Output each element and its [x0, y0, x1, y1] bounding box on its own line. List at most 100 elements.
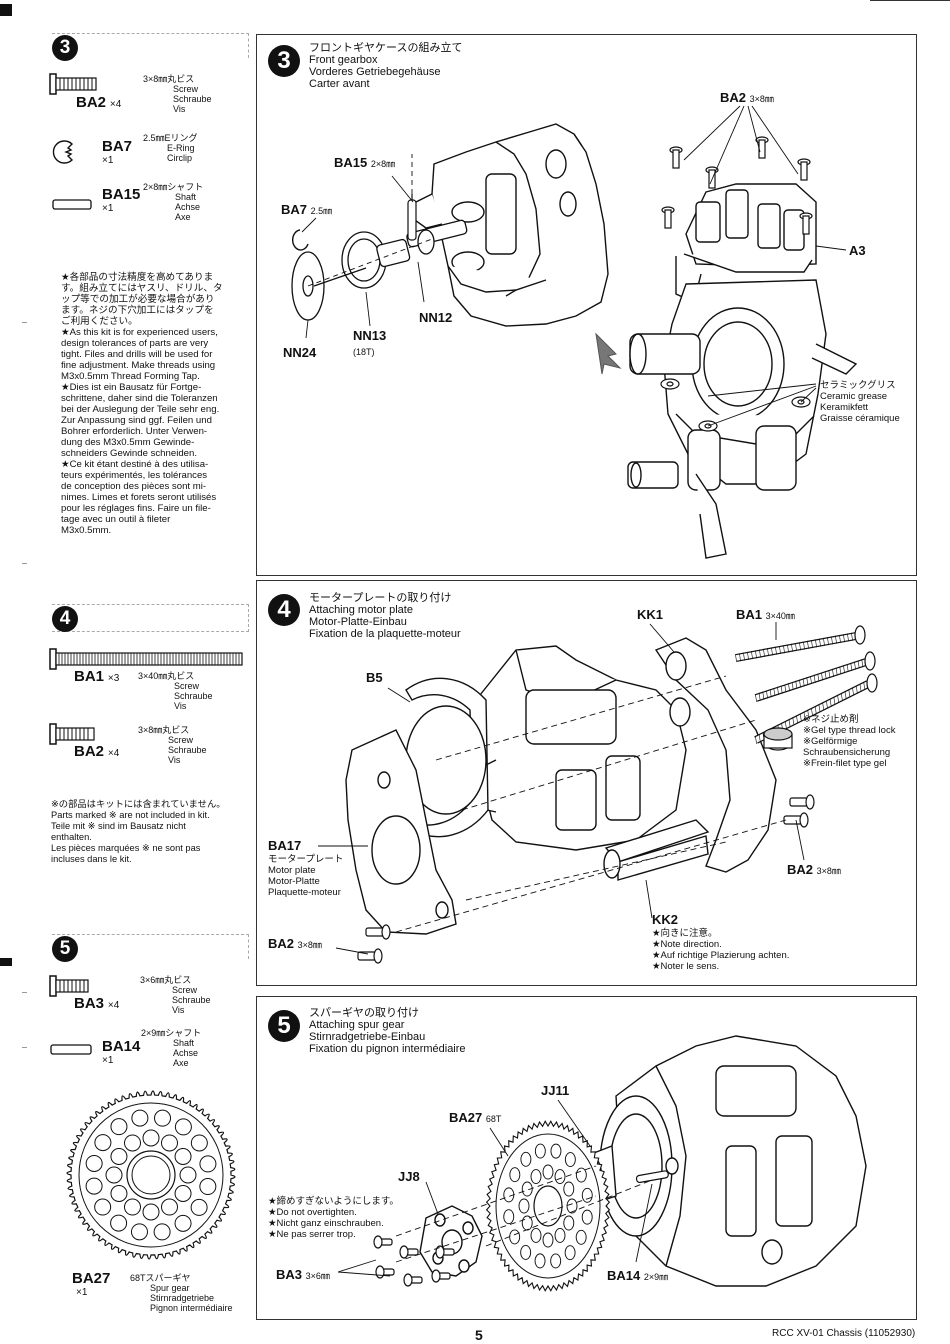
tick-mark	[22, 992, 27, 993]
step5-number: 5	[268, 1010, 300, 1042]
tick-mark	[22, 322, 27, 323]
spur-gear-icon	[66, 1090, 236, 1260]
thread-lock-line: ※Frein-filet type gel	[803, 758, 887, 769]
note-line: ★Ce kit étant destiné à des utilisa-	[61, 459, 209, 470]
part-description: 3×40㎜丸ビス Screw Schraube Vis	[138, 671, 213, 711]
thread-lock-line: ※Gelförmige	[803, 736, 858, 747]
note-line: fine adjustment. Make threads using	[61, 360, 216, 371]
shaft-icon	[50, 1044, 92, 1055]
tick-mark	[22, 1047, 27, 1048]
step3-number: 3	[268, 45, 300, 77]
label-ba14: BA14 2×9㎜	[607, 1268, 669, 1283]
note-line: す。組み立てにはヤスリ、ドリル、タ	[61, 283, 223, 294]
kk2-note-line: ★Noter le sens.	[652, 961, 720, 972]
label-ba2: BA2 3×8㎜	[720, 90, 774, 105]
thread-lock-line: ※Gel type thread lock	[803, 725, 896, 736]
part-code: BA2 ×4	[74, 743, 120, 760]
sidebar-step4-header	[52, 604, 249, 632]
ba17-desc-line: Plaquette-moteur	[268, 887, 341, 898]
note-line: de conception des pièces sont mi-	[61, 481, 207, 492]
note-line: Bohrer erforderlich. Unter Verwen-	[61, 426, 208, 437]
label-kk2: KK2	[652, 912, 679, 927]
note-line: Zur Anpassung sind ggf. Feilen und	[61, 415, 212, 426]
label-nn24: NN24	[283, 345, 317, 360]
part-description: 3×8㎜丸ビス Screw Schraube Vis	[138, 725, 207, 765]
note-line: Les pièces marquées ※ ne sont pas	[51, 843, 201, 853]
label-b5: B5	[366, 670, 383, 685]
label-ba15: BA15 2×8㎜	[334, 155, 396, 170]
part-code: BA3 ×4	[74, 995, 120, 1012]
note-line: bei der Auslegung der Teile sehr eng.	[61, 404, 220, 415]
note-line: incluses dans le kit.	[51, 854, 132, 864]
note-line: design tolerances of parts are very	[61, 338, 209, 349]
label-a3: A3	[849, 243, 866, 258]
tighten-line: ★締めすぎないようにします。	[268, 1196, 399, 1207]
thread-lock-line: ※ネジ止め剤	[803, 714, 859, 725]
grease-line: Graisse céramique	[820, 413, 900, 424]
ba17-desc-line: Motor-Platte	[268, 876, 320, 887]
part-code: BA1 ×3	[74, 668, 120, 685]
label-ba17: BA17	[268, 838, 302, 853]
screw-icon	[49, 73, 97, 95]
sidebar-step4-number: 4	[52, 606, 78, 632]
part-code: BA15×1	[102, 186, 141, 214]
note-line: ※の部品はキットには含まれていません。	[51, 799, 226, 809]
part-code: BA14×1	[102, 1038, 141, 1066]
screw-icon	[49, 975, 89, 997]
note-line: ★As this kit is for experienced users,	[61, 327, 218, 338]
crop-mark	[0, 4, 12, 16]
label-jj11: JJ11	[541, 1083, 570, 1098]
note-line: M3x0.5mm.	[61, 525, 112, 536]
e-ring-icon	[52, 140, 74, 164]
part-code: BA2 ×4	[76, 94, 122, 111]
crop-mark	[0, 958, 12, 966]
part-description: 68Tスパーギヤ Spur gear Stirnradgetriebe Pign…	[130, 1273, 233, 1313]
label-nn12: NN12	[419, 310, 453, 325]
grease-line: セラミックグリス	[820, 380, 896, 391]
screw-icon	[49, 723, 95, 745]
label-nn13: NN13(18T)	[353, 328, 387, 357]
note-line: M3x0.5mm Thread Forming Tap.	[61, 371, 200, 382]
note-line: ★Dies ist ein Bausatz für Fortge-	[61, 382, 202, 393]
note-line: schrittene, daher sind die Toleranzen	[61, 393, 218, 404]
note-line: teurs expérimentés, les tolérances	[61, 470, 208, 481]
parts-not-included-note: ※の部品はキットには含まれていません。Parts marked ※ are no…	[51, 799, 247, 865]
experienced-users-note: ★各部品の寸法精度を高めてあります。組み立てにはヤスリ、ドリル、タップ等での加工…	[61, 272, 239, 536]
kk2-note-line: ★Note direction.	[652, 939, 722, 950]
kk2-note-line: ★向きに注意。	[652, 928, 718, 939]
label-jj8: JJ8	[398, 1169, 420, 1184]
label-ba2-right: BA2 3×8㎜	[787, 862, 841, 877]
long-screw-icon	[49, 648, 243, 670]
tighten-line: ★Nicht ganz einschrauben.	[268, 1218, 384, 1229]
sidebar-step5-number: 5	[52, 936, 78, 962]
grease-line: Keramikfett	[820, 402, 869, 413]
note-line: ★各部品の寸法精度を高めてありま	[61, 272, 214, 283]
step3-title: フロントギヤケースの組み立て Front gearbox Vorderes Ge…	[309, 42, 463, 90]
label-ba7: BA7 2.5㎜	[281, 202, 333, 217]
note-line: ップ等での加工が必要な場合があり	[61, 294, 215, 305]
note-line: nimes. Limes et forets seront utilisés	[61, 492, 217, 503]
tick-mark	[22, 563, 27, 564]
note-line: tight. Files and drills will be used for	[61, 349, 213, 360]
label-ba2-left: BA2 3×8㎜	[268, 936, 322, 951]
step4-title: モータープレートの取り付け Attaching motor plate Moto…	[309, 592, 461, 640]
step5-title: スパーギヤの取り付け Attaching spur gear Stirnradg…	[309, 1007, 466, 1055]
crop-line	[870, 0, 950, 1]
label-ba3: BA3 3×6㎜	[276, 1267, 330, 1282]
label-kk1: KK1	[637, 607, 664, 622]
sidebar-step5-header	[52, 934, 249, 959]
part-description: 3×6㎜丸ビス Screw Schraube Vis	[140, 975, 211, 1015]
note-line: Parts marked ※ are not included in kit.	[51, 810, 210, 820]
note-line: ご利用ください。	[61, 316, 138, 327]
ba17-desc-line: モータープレート	[268, 854, 344, 865]
label-ba1: BA1 3×40㎜	[736, 607, 795, 622]
note-line: pour les réglages fins. Faire un file-	[61, 503, 211, 514]
part-description: 2×8㎜シャフト Shaft Achse Axe	[143, 182, 204, 222]
note-line: schneiders Gewinde schneiden.	[61, 448, 197, 459]
shaft-icon	[52, 199, 92, 210]
sidebar-step3-number: 3	[52, 35, 78, 61]
note-direction: ★向きに注意。★Note direction.★Auf richtige Pla…	[652, 928, 789, 972]
